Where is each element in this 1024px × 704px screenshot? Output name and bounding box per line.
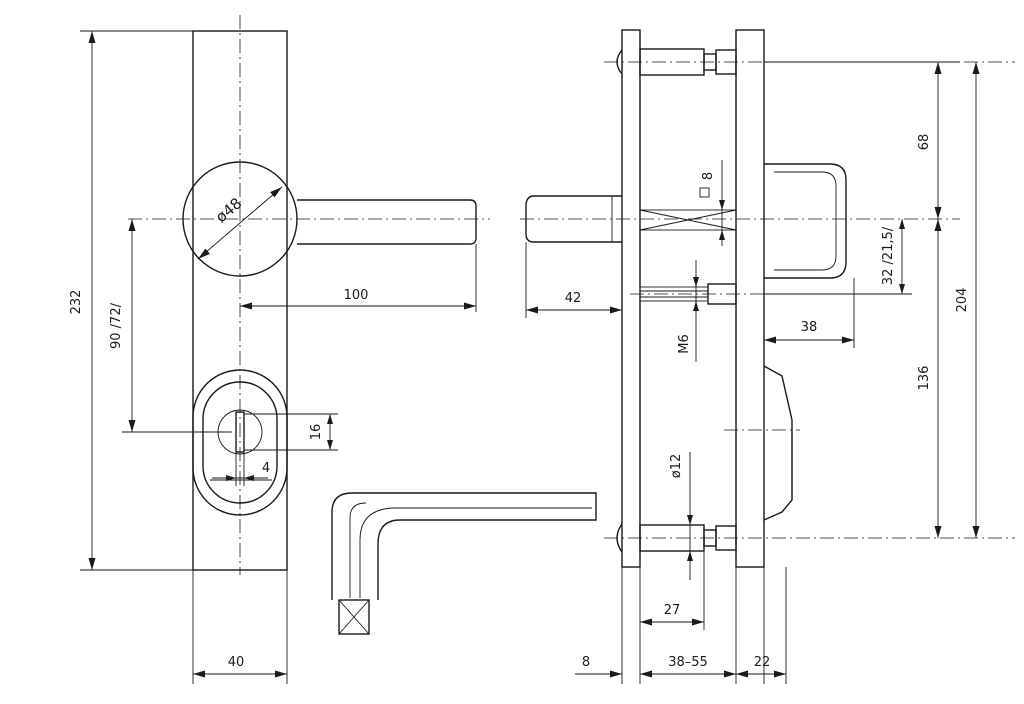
front-view: 232 90 /72/ 40 ø48 100 16 bbox=[69, 15, 490, 684]
dim-label-68: 68 bbox=[917, 134, 932, 151]
dim-label-136: 136 bbox=[917, 366, 932, 391]
dim-label-90-72: 90 /72/ bbox=[109, 302, 124, 349]
square-spindle bbox=[338, 599, 370, 635]
lever-detail bbox=[331, 492, 597, 635]
dim-label-48: ø48 bbox=[212, 194, 245, 226]
lever-side-stub bbox=[525, 195, 622, 243]
lever-inner-line-right bbox=[359, 507, 592, 598]
dim-label-204: 204 bbox=[955, 288, 970, 313]
inner-plate bbox=[735, 29, 765, 568]
dim-label-100: 100 bbox=[344, 288, 369, 303]
outer-plate bbox=[621, 29, 641, 568]
key-slot bbox=[235, 411, 245, 453]
inner-knob bbox=[764, 163, 847, 279]
dim-label-22: 22 bbox=[754, 655, 771, 670]
lever-outline bbox=[331, 492, 597, 600]
cylinder-rosette-outer bbox=[192, 369, 288, 516]
square-symbol bbox=[699, 187, 710, 198]
dim-label-27: 27 bbox=[664, 603, 681, 618]
cylinder-rosette-inner bbox=[202, 381, 278, 504]
side-view: 68 136 204 32 /21,5/ 38 42 8 bbox=[520, 29, 1015, 684]
inner-knob-inner bbox=[774, 171, 837, 271]
dim-label-12: ø12 bbox=[669, 454, 684, 479]
dim-label-16: 16 bbox=[309, 424, 324, 441]
dim-label-42: 42 bbox=[565, 291, 582, 306]
dim-label-8-plate: 8 bbox=[582, 655, 590, 670]
dim-line-48 bbox=[197, 186, 283, 260]
dim-label-m6: M6 bbox=[677, 334, 692, 354]
dim-label-40: 40 bbox=[228, 655, 245, 670]
dim-label-8-square: 8 bbox=[701, 172, 716, 180]
dim-label-38: 38 bbox=[801, 320, 818, 335]
dim-label-4: 4 bbox=[262, 461, 270, 476]
lever-arm bbox=[297, 199, 477, 245]
inner-housing bbox=[763, 365, 793, 521]
dim-label-232: 232 bbox=[69, 290, 84, 315]
lever-inner-line-left bbox=[349, 502, 367, 598]
dim-label-38-55: 38–55 bbox=[668, 655, 708, 670]
dim-label-32-21-5: 32 /21,5/ bbox=[881, 226, 896, 285]
spindle bbox=[639, 209, 737, 231]
